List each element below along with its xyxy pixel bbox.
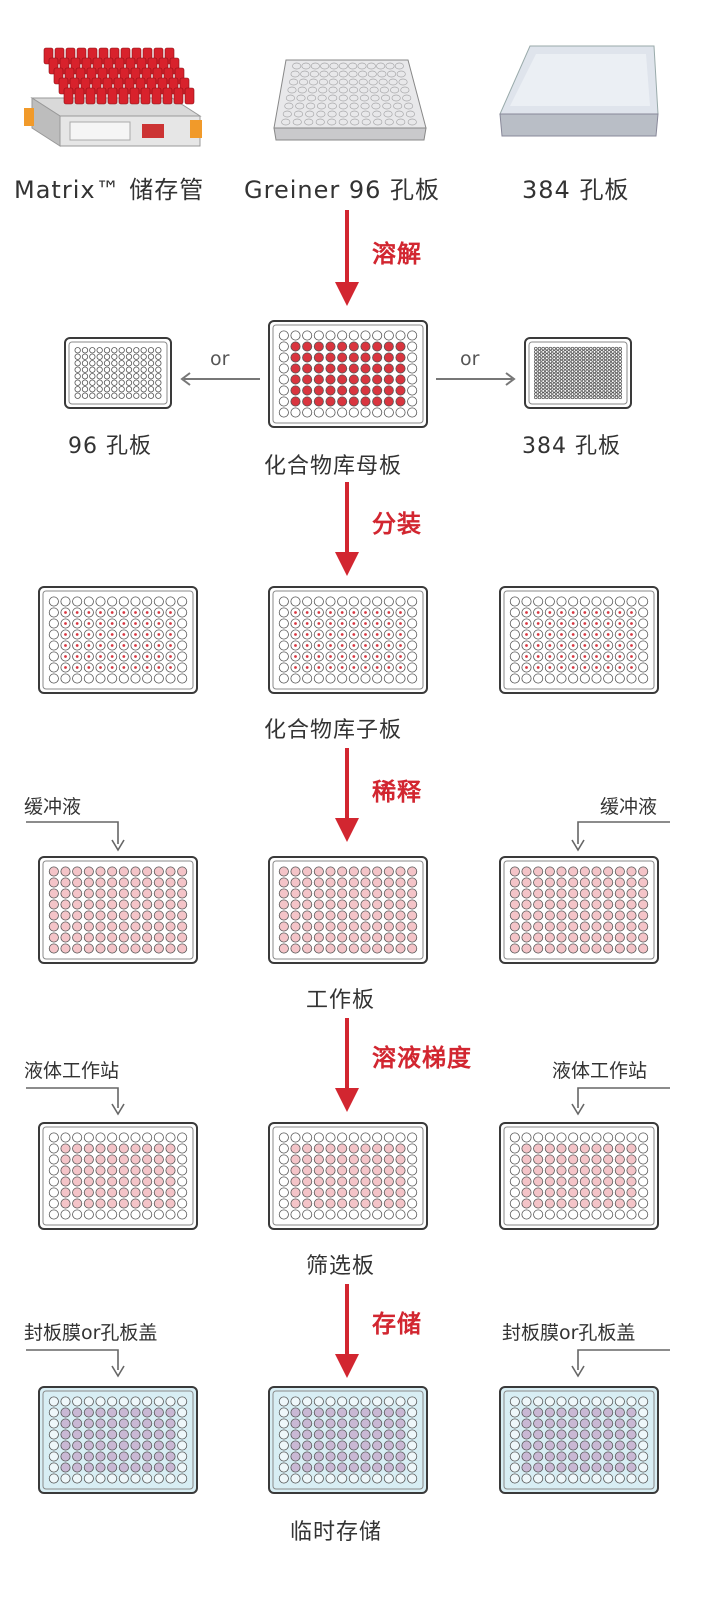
rack-tube-icon: [24, 47, 202, 147]
feed-arrow-left: [26, 1349, 125, 1378]
well-plate-icon: [499, 856, 659, 964]
seal-left-label: 封板膜or孔板盖: [24, 1322, 158, 1344]
well-plate-icon: [268, 856, 428, 964]
arrow-down-icon: [335, 482, 359, 576]
step-dilute: 稀释: [372, 778, 422, 806]
liquid-station-left-label: 液体工作站: [24, 1060, 120, 1082]
matrix-tube-label: Matrix™ 储存管: [14, 176, 205, 204]
clear-96-plate-icon: [273, 59, 427, 141]
plate-384-label: 384 孔板: [522, 176, 630, 204]
feed-arrow-right: [571, 821, 670, 852]
screening-plate-label: 筛选板: [306, 1254, 376, 1279]
child-plate-label: 化合物库子板: [264, 718, 403, 743]
or-right: or: [460, 348, 480, 370]
well-plate-icon: [268, 586, 428, 694]
right-384-label: 384 孔板: [522, 434, 621, 459]
well-plate-icon: [268, 1386, 428, 1494]
well-plate-icon: [499, 1122, 659, 1230]
well-plate-icon: [499, 1386, 659, 1494]
well-plate-icon: [38, 1122, 198, 1230]
feed-arrow-right: [571, 1087, 670, 1116]
seal-right-label: 封板膜or孔板盖: [502, 1322, 636, 1344]
or-left: or: [210, 348, 230, 370]
buffer-right-label: 缓冲液: [600, 796, 658, 818]
working-plate-label: 工作板: [306, 988, 376, 1013]
arrow-down-icon: [335, 748, 359, 842]
buffer-left-label: 缓冲液: [24, 796, 82, 818]
well-plate-icon: [38, 586, 198, 694]
arrow-right-icon: [436, 372, 516, 386]
well-plate-icon: [499, 586, 659, 694]
liquid-station-right-label: 液体工作站: [552, 1060, 648, 1082]
well-plate-icon: [64, 337, 172, 409]
step-gradient: 溶液梯度: [372, 1044, 472, 1072]
arrow-down-icon: [335, 1284, 359, 1378]
greiner-plate-label: Greiner 96 孔板: [244, 176, 441, 204]
feed-arrow-left: [26, 1087, 125, 1116]
step-storage: 存储: [372, 1310, 422, 1338]
left-96-label: 96 孔板: [68, 434, 152, 459]
feed-arrow-right: [571, 1349, 670, 1378]
384-plate-photo-icon: [499, 45, 659, 137]
well-plate-icon: [268, 1122, 428, 1230]
step-dissolve: 溶解: [372, 240, 422, 268]
well-plate-icon: [38, 856, 198, 964]
arrow-left-icon: [180, 372, 260, 386]
feed-arrow-left: [26, 821, 125, 852]
step-aliquot: 分装: [372, 510, 422, 538]
arrow-down-icon: [335, 1018, 359, 1112]
well-plate-icon: [38, 1386, 198, 1494]
mother-plate-label: 化合物库母板: [264, 454, 403, 479]
well-plate-icon: [524, 337, 632, 409]
arrow-down-icon: [335, 210, 359, 306]
storage-label: 临时存储: [290, 1520, 383, 1545]
well-plate-icon: [268, 320, 428, 428]
